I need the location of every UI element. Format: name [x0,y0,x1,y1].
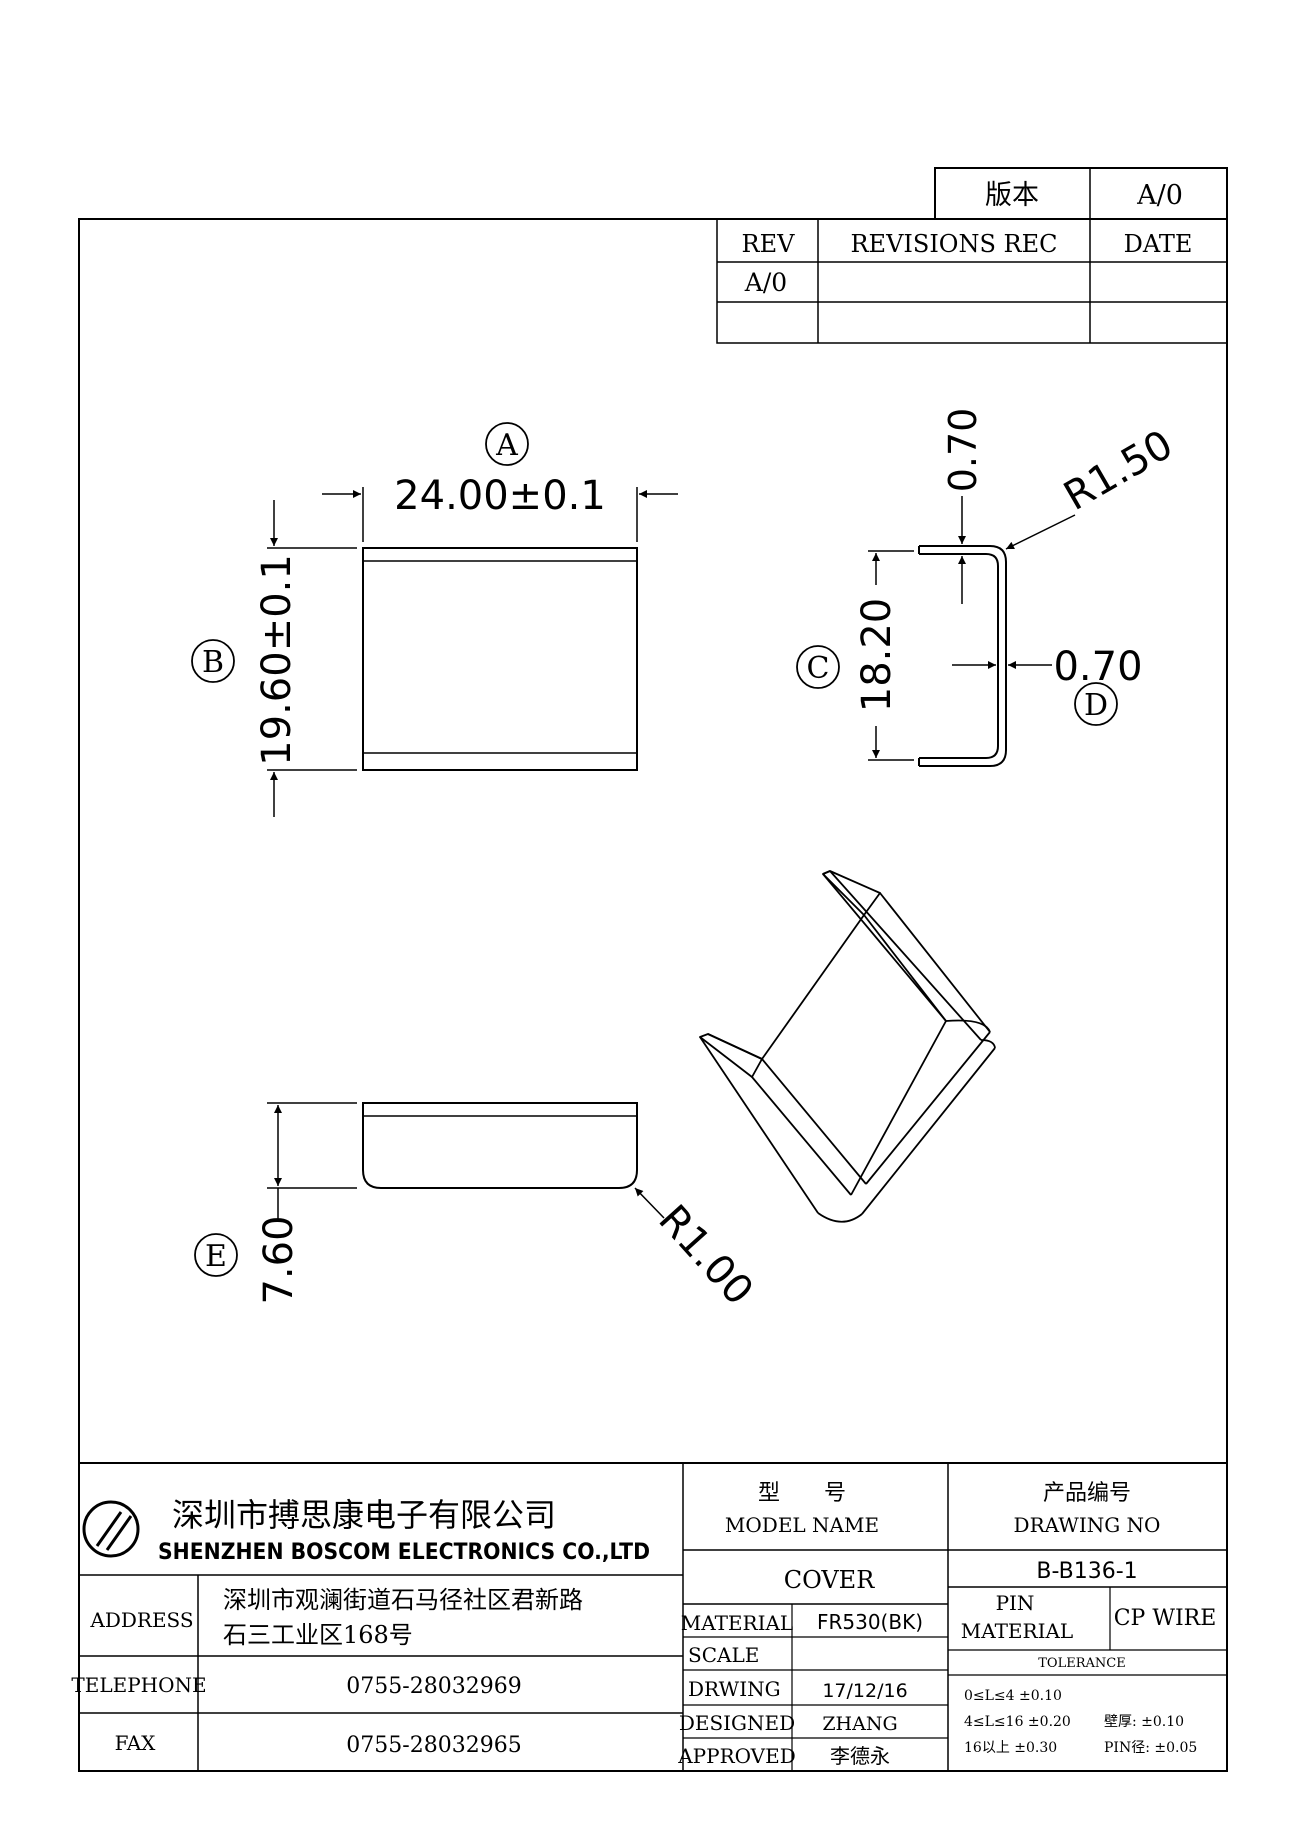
material-label: MATERIAL [681,1611,793,1635]
leader-r-bottom [634,1187,665,1219]
drawing-date-label: DRWING [688,1677,781,1701]
pin-material-value: CP WIRE [1114,1606,1217,1631]
revisions-rec-header: REVISIONS REC [850,230,1057,258]
telephone-value: 0755-28032969 [346,1674,521,1699]
drawing-date-value: 17/12/16 [822,1680,907,1702]
dim-r-bottom: R1.00 [649,1196,761,1314]
dim-b-value: 19.60±0.1 [254,554,300,766]
tolerance-wall: 壁厚: ±0.10 [1104,1714,1184,1730]
model-label-en: MODEL NAME [725,1513,879,1537]
marker-d: D [1084,688,1108,723]
profile-outer [919,545,1007,767]
marker-c-circle [796,645,840,689]
marker-a-circle [485,422,529,466]
fax-value: 0755-28032965 [346,1733,521,1758]
material-value: FR530(BK) [817,1610,923,1634]
rev-header: REV [742,230,796,258]
bottom-view: 7.60 E R1.00 [194,1102,762,1314]
dim-e-value: 7.60 [256,1215,302,1304]
tolerance-line-1: 0≤L≤4 ±0.10 [964,1688,1062,1704]
company-name-cn: 深圳市搏思康电子有限公司 [172,1496,556,1534]
address-line-2: 石三工业区168号 [223,1621,413,1649]
tolerance-line-2: 4≤L≤16 ±0.20 [964,1714,1071,1730]
isometric-view [699,870,996,1223]
dim-a-value: 24.00±0.1 [394,473,606,519]
marker-e: E [205,1239,227,1274]
drawing-no-label-en: DRAWING NO [1014,1513,1161,1537]
telephone-label: TELEPHONE [71,1673,206,1697]
leader-r-top [1005,514,1076,550]
fax-label: FAX [115,1731,157,1755]
rev-row-1: A/0 [744,268,787,297]
designed-value: ZHANG [822,1713,897,1735]
company-logo-icon [82,1500,140,1558]
approved-value: 李德永 [830,1744,890,1768]
marker-b-circle [191,639,235,683]
dim-c-value: 18.20 [854,598,900,713]
drawing-no-label-cn: 产品编号 [1043,1481,1131,1506]
model-name-value: COVER [784,1566,875,1594]
marker-e-circle [194,1233,238,1277]
marker-c: C [807,651,830,686]
marker-b: B [202,645,224,680]
model-label-cn: 型 号 [758,1481,846,1506]
profile-inner [919,553,999,759]
tolerance-pin: PIN径: ±0.05 [1104,1740,1197,1756]
dim-top-thickness: 0.70 [941,408,985,493]
scale-label: SCALE [688,1643,759,1667]
front-view: A 24.00±0.1 B 19.60±0.1 [191,422,678,817]
date-header: DATE [1124,230,1193,258]
dim-r-top: R1.50 [1056,422,1180,520]
marker-d-circle [1074,682,1118,726]
revisions-table: REV REVISIONS REC DATE A/0 [716,218,1228,344]
bottom-view-outline [362,1102,638,1189]
address-label: ADDRESS [89,1608,193,1632]
approved-label: APPROVED [677,1744,796,1768]
version-value: A/0 [1136,180,1183,211]
version-label: 版本 [985,180,1039,211]
version-box: 版本 A/0 [934,167,1228,220]
company-name-en: SHENZHEN BOSCOM ELECTRONICS CO.,LTD [158,1540,650,1565]
drawing-border [78,218,1228,1772]
pin-label-2: MATERIAL [961,1619,1073,1643]
designed-label: DESIGNED [679,1711,795,1735]
address-line-1: 深圳市观澜街道石马径社区君新路 [223,1586,583,1614]
tolerance-line-3: 16以上 ±0.30 [964,1740,1057,1756]
title-block: 深圳市搏思康电子有限公司 SHENZHEN BOSCOM ELECTRONICS… [71,1462,1227,1771]
marker-a: A [495,428,518,463]
side-profile-view: 0.70 R1.50 18.20 C 0.70 D [796,408,1181,767]
drawing-no-value: B-B136-1 [1036,1559,1137,1584]
tolerance-label: TOLERANCE [1038,1656,1125,1671]
pin-label-1: PIN [996,1591,1035,1615]
